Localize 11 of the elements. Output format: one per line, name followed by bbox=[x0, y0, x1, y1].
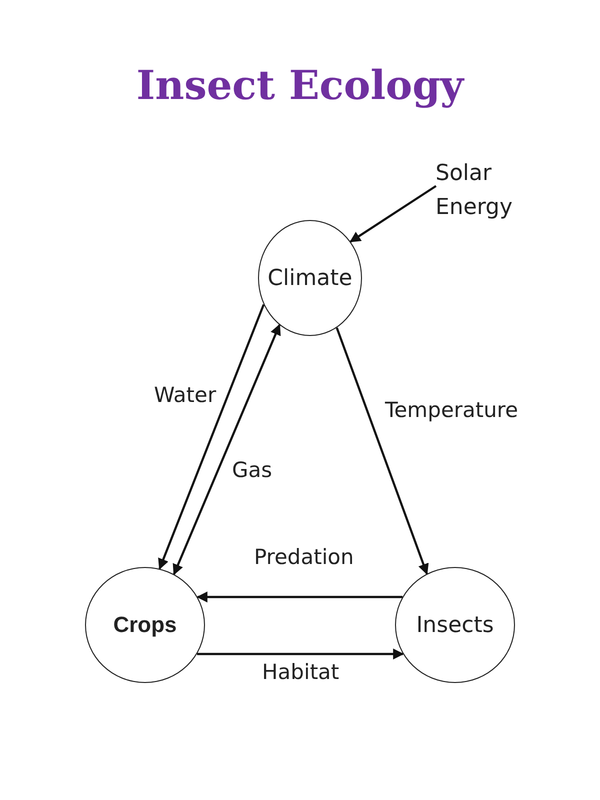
arrow bbox=[350, 185, 437, 243]
node-label: Crops bbox=[113, 612, 177, 638]
node-text: Solar Energy bbox=[438, 148, 510, 234]
node-label: Climate bbox=[268, 266, 352, 290]
arrow bbox=[197, 648, 404, 660]
arrow bbox=[336, 327, 429, 575]
arrow bbox=[158, 304, 265, 570]
arrow bbox=[196, 592, 402, 602]
node-label: Insects bbox=[416, 612, 494, 638]
arrow bbox=[172, 324, 281, 576]
diagram-title: Insect Ecology bbox=[135, 62, 466, 109]
